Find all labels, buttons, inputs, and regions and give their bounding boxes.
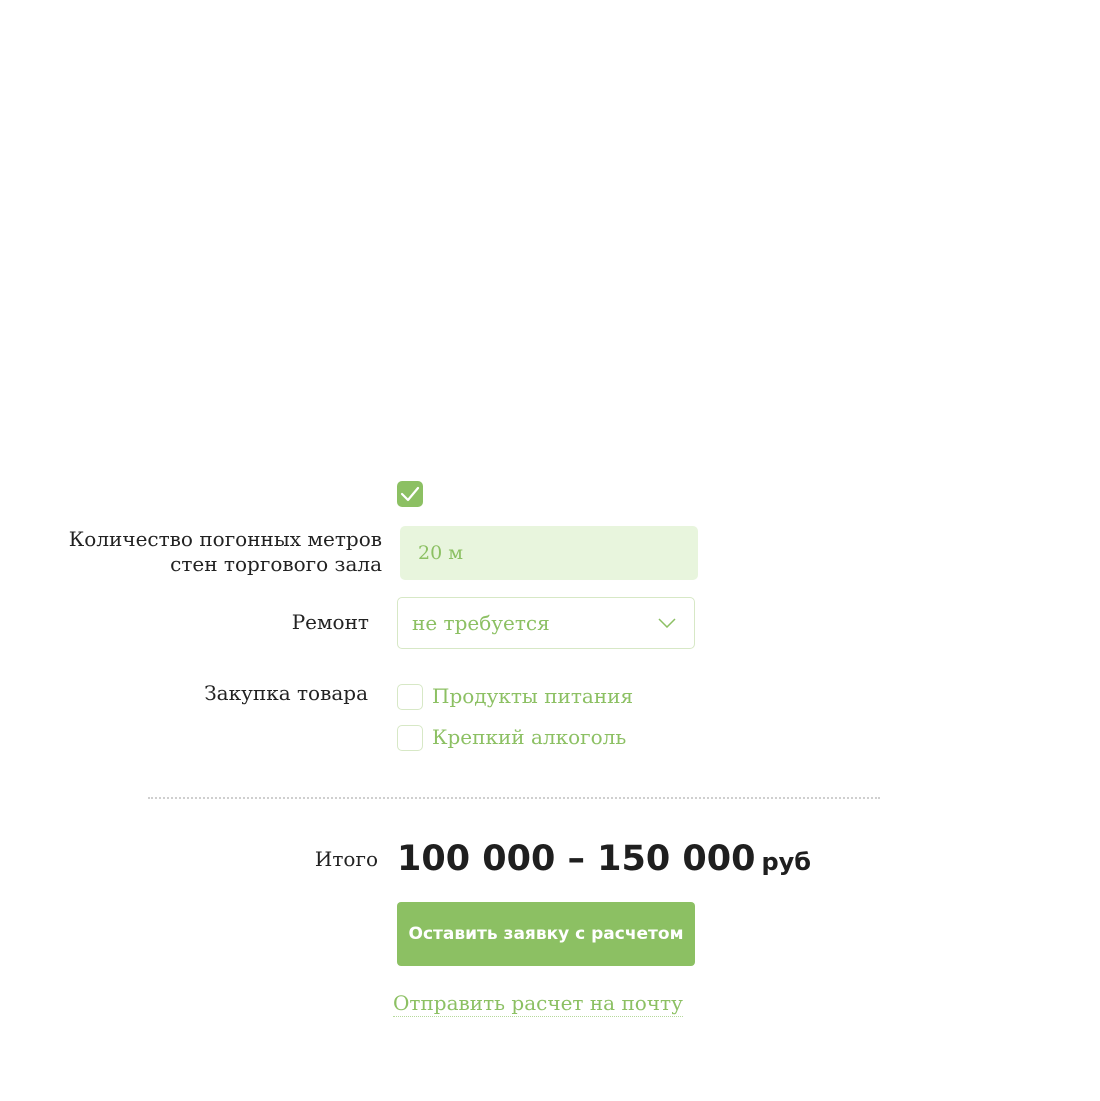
- send-to-email-link[interactable]: Отправить расчет на почту: [393, 991, 683, 1017]
- repair-label: Ремонт: [291, 610, 369, 634]
- meters-input[interactable]: [400, 526, 698, 580]
- dotted-divider: [148, 797, 880, 799]
- meters-label-line1: Количество погонных метров: [68, 527, 382, 551]
- purchase-label: Закупка товара: [204, 681, 368, 705]
- meters-label-line2: стен торгового зала: [170, 552, 382, 576]
- meters-label: Количество погонных метров стен торговог…: [40, 527, 382, 577]
- food-option-label: Продукты питания: [432, 684, 634, 708]
- chevron-down-icon: [658, 618, 676, 628]
- total-currency: руб: [761, 848, 812, 876]
- repair-selected-value: не требуется: [412, 611, 550, 635]
- food-checkbox[interactable]: [397, 684, 423, 710]
- submit-request-button[interactable]: Оставить заявку с расчетом: [397, 902, 695, 966]
- checkmark-icon: [400, 486, 420, 502]
- repair-select[interactable]: не требуется: [397, 597, 695, 649]
- total-range: 100 000 – 150 000: [397, 839, 756, 879]
- alcohol-option-label: Крепкий алкоголь: [432, 725, 627, 749]
- top-checkbox[interactable]: [397, 481, 423, 507]
- alcohol-checkbox[interactable]: [397, 725, 423, 751]
- total-label: Итого: [314, 847, 378, 871]
